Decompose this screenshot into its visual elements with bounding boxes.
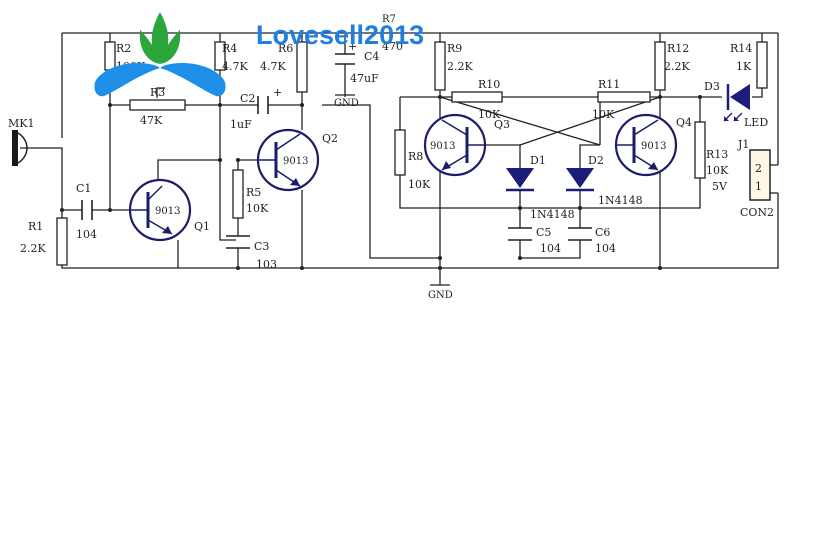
d1-ref: D1: [530, 154, 546, 167]
r9-body: [434, 41, 446, 91]
c5-value: 104: [540, 242, 561, 255]
r1-body: [56, 217, 68, 266]
mic-mk1: MK1: [8, 117, 34, 166]
d2-ref: D2: [588, 154, 604, 167]
q3-part: 9013: [430, 141, 455, 152]
r10-ref: R10: [478, 78, 500, 91]
q1-ref: Q1: [194, 220, 210, 233]
r10-body: [451, 91, 503, 103]
mk1-label: MK1: [8, 117, 34, 130]
r14-ref: R14: [730, 42, 752, 55]
r8-value: 10K: [408, 178, 431, 191]
logo-leaf-left: [139, 30, 160, 64]
diode-d2: [566, 168, 594, 192]
c3-value: 103: [256, 258, 277, 271]
r1-ref: R1: [28, 220, 43, 233]
r10-value: 10K: [478, 108, 501, 121]
r12-body: [654, 41, 666, 91]
c4-value: 47uF: [350, 72, 379, 85]
q2-ref: Q2: [322, 132, 338, 145]
logo-leaf-right: [160, 30, 181, 64]
r13-ref: R13: [706, 148, 728, 161]
logo-leaf-center: [151, 12, 169, 62]
j1-voltage: 5V: [712, 180, 728, 193]
r3-ref: R3: [150, 86, 165, 99]
c4-ref: C4: [364, 50, 379, 63]
r2-ref: R2: [116, 42, 131, 55]
j1-name: CON2: [740, 206, 774, 219]
q4-part: 9013: [641, 141, 666, 152]
r3-wiper: [156, 87, 165, 98]
r5-ref: R5: [246, 186, 261, 199]
r3-value: 47K: [140, 114, 163, 127]
r8-body: [394, 129, 406, 176]
q4-ref: Q4: [676, 116, 692, 129]
d2-part: 1N4148: [598, 194, 643, 207]
r4-body: [214, 41, 226, 71]
transistor-q4: 9013: [614, 113, 678, 177]
c6-value: 104: [595, 242, 616, 255]
gnd-main-label: GND: [428, 290, 453, 301]
wires: [20, 32, 779, 286]
j1-pin1: 1: [755, 180, 762, 193]
r6-body: [296, 41, 308, 93]
r2-body: [104, 41, 116, 71]
connector-j1: 2 1: [749, 149, 771, 201]
led-d3: [723, 84, 750, 122]
watermark-text: Lovesell2013: [256, 20, 424, 50]
r12-ref: R12: [667, 42, 689, 55]
c3-ref: C3: [254, 240, 269, 253]
diode-d1: [506, 168, 534, 192]
c6-ref: C6: [595, 226, 610, 239]
r11-value: 10K: [592, 108, 615, 121]
resistor-bodies: [56, 41, 768, 266]
c4-plus: +: [348, 40, 357, 53]
r14-value: 1K: [736, 60, 752, 73]
j1-pin2: 2: [755, 162, 762, 175]
r13-body: [694, 121, 706, 179]
d1-part: 1N4148: [530, 208, 575, 221]
watermark-logo: Lovesell2013: [94, 12, 424, 97]
r12-value: 2.2K: [664, 60, 690, 73]
logo-drop-left: [94, 63, 160, 97]
junction-dots: [60, 95, 702, 270]
transistor-q2: 9013: [256, 128, 320, 192]
d3-ref: D3: [704, 80, 720, 93]
transistor-q1: 9013: [128, 178, 192, 242]
r4-ref: R4: [222, 42, 237, 55]
r5-value: 10K: [246, 202, 269, 215]
gnd-c4-label: GND: [334, 98, 359, 109]
r6-ref: R6: [278, 42, 293, 55]
r5-body: [232, 169, 244, 219]
r1-value: 2.2K: [20, 242, 46, 255]
j1-ref: J1: [737, 138, 749, 151]
c2-ref: C2: [240, 92, 255, 105]
capacitor-plates: [81, 53, 592, 249]
q3-ref: Q3: [494, 118, 510, 131]
logo-drop-right: [160, 63, 226, 97]
c1-ref: C1: [76, 182, 91, 195]
d3-part: LED: [744, 116, 768, 129]
r11-ref: R11: [598, 78, 620, 91]
transistor-q3: 9013: [423, 113, 487, 177]
c1-value: 104: [76, 228, 97, 241]
r11-body: [597, 91, 651, 103]
r13-value: 10K: [706, 164, 729, 177]
r7-value: 470: [382, 40, 403, 53]
q2-part: 9013: [283, 156, 308, 167]
c2-value: 1uF: [230, 118, 252, 131]
c2-plus: +: [273, 86, 282, 99]
r6-value: 4.7K: [260, 60, 286, 73]
r9-value: 2.2K: [447, 60, 473, 73]
r14-body: [756, 41, 768, 89]
r8-ref: R8: [408, 150, 423, 163]
q1-part: 9013: [155, 206, 180, 217]
r7-ref: R7: [382, 14, 396, 25]
r3-body: [129, 99, 186, 111]
c5-ref: C5: [536, 226, 551, 239]
r9-ref: R9: [447, 42, 462, 55]
r4-value: 4.7K: [222, 60, 248, 73]
